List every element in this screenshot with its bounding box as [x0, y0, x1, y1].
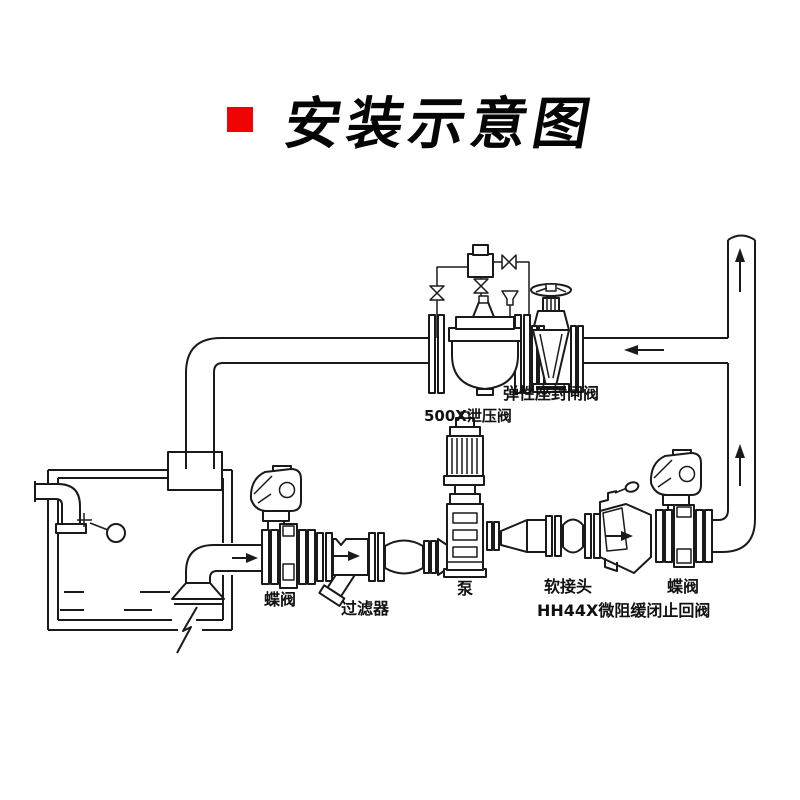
break-line — [176, 606, 198, 654]
riser-pipe — [712, 234, 756, 553]
gate-valve — [530, 283, 584, 393]
label-strainer: 过滤器 — [341, 599, 390, 618]
drain-funnel — [501, 290, 519, 306]
page-title: 安装示意图 — [280, 92, 601, 157]
pilot-valve — [467, 253, 494, 278]
water-tank — [47, 469, 233, 654]
section-header: 安装示意图 — [227, 92, 601, 157]
butterfly-valve-left — [249, 465, 316, 589]
relief-valve-500x — [428, 295, 531, 396]
float-pivot — [77, 513, 92, 527]
return-pipe — [167, 337, 728, 491]
flexible-joint — [545, 515, 584, 557]
flow-arrow-suction — [232, 553, 258, 563]
label-relief-valve: 500X泄压阀 — [424, 407, 512, 425]
pilot-cone — [472, 301, 495, 318]
label-butterfly-valve-left: 蝶阀 — [264, 590, 296, 609]
butterfly-valve-right — [649, 449, 713, 568]
label-gate-valve: 弹性座封闸阀 — [503, 384, 599, 403]
discharge-cone — [500, 519, 528, 553]
pilot-valve-symbol — [429, 285, 445, 301]
label-flexible-joint: 软接头 — [544, 577, 592, 596]
flow-arrow-left — [624, 345, 664, 355]
label-check-valve: HH44X微阻缓闭止回阀 — [537, 601, 710, 620]
label-pump: 泵 — [456, 579, 473, 598]
pilot-valve-symbol — [473, 278, 489, 294]
pilot-valve-symbol — [501, 254, 517, 270]
float-arm — [89, 522, 109, 531]
water-level-marks — [60, 591, 170, 611]
pump-motor — [446, 411, 484, 477]
bell-mouth — [171, 582, 225, 600]
flow-arrow-up-top — [735, 248, 745, 292]
title-bullet — [227, 107, 253, 132]
flow-arrow-up-bottom — [735, 444, 745, 486]
counterweight — [624, 481, 640, 493]
label-butterfly-valve-right: 蝶阀 — [667, 577, 699, 596]
gear-actuator-icon — [249, 465, 302, 534]
reducer-spool — [384, 539, 424, 575]
float-valve — [34, 481, 126, 543]
pump — [443, 411, 546, 578]
y-strainer — [316, 532, 457, 607]
suction-pipe — [171, 544, 262, 605]
flow-arrow-check — [606, 531, 633, 541]
check-valve — [584, 481, 652, 574]
float-ball — [106, 523, 126, 543]
flow-arrow-strainer — [334, 551, 360, 561]
